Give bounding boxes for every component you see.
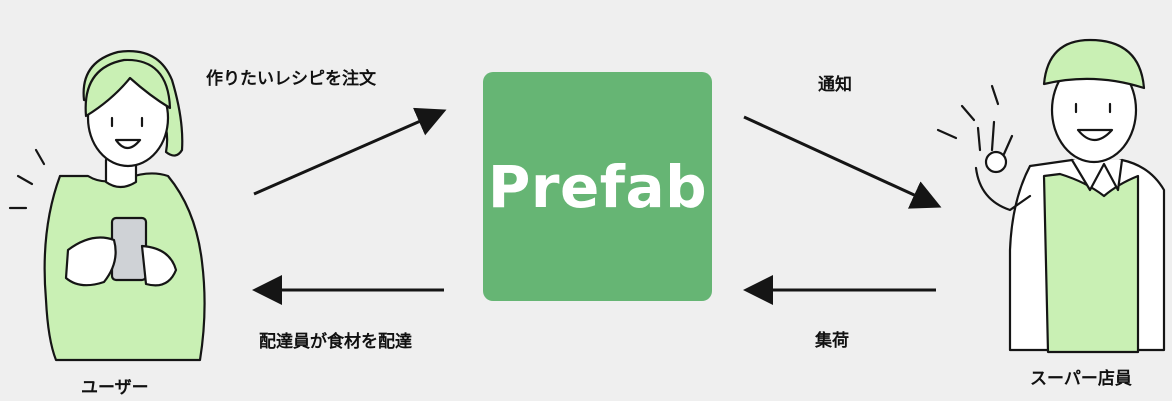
prefab-label: Prefab xyxy=(487,152,708,221)
label-order: 作りたいレシピを注文 xyxy=(206,69,376,89)
label-user: ユーザー xyxy=(81,378,149,398)
label-pickup: 集荷 xyxy=(815,331,849,351)
user-illustration xyxy=(8,50,206,362)
staff-illustration xyxy=(936,38,1166,354)
arrow-notify xyxy=(743,115,942,209)
arrow-order xyxy=(253,107,447,196)
label-staff: スーパー店員 xyxy=(1030,369,1132,389)
label-delivery: 配達員が食材を配達 xyxy=(259,332,412,352)
label-notify: 通知 xyxy=(818,75,852,95)
prefab-box: Prefab xyxy=(483,72,712,301)
